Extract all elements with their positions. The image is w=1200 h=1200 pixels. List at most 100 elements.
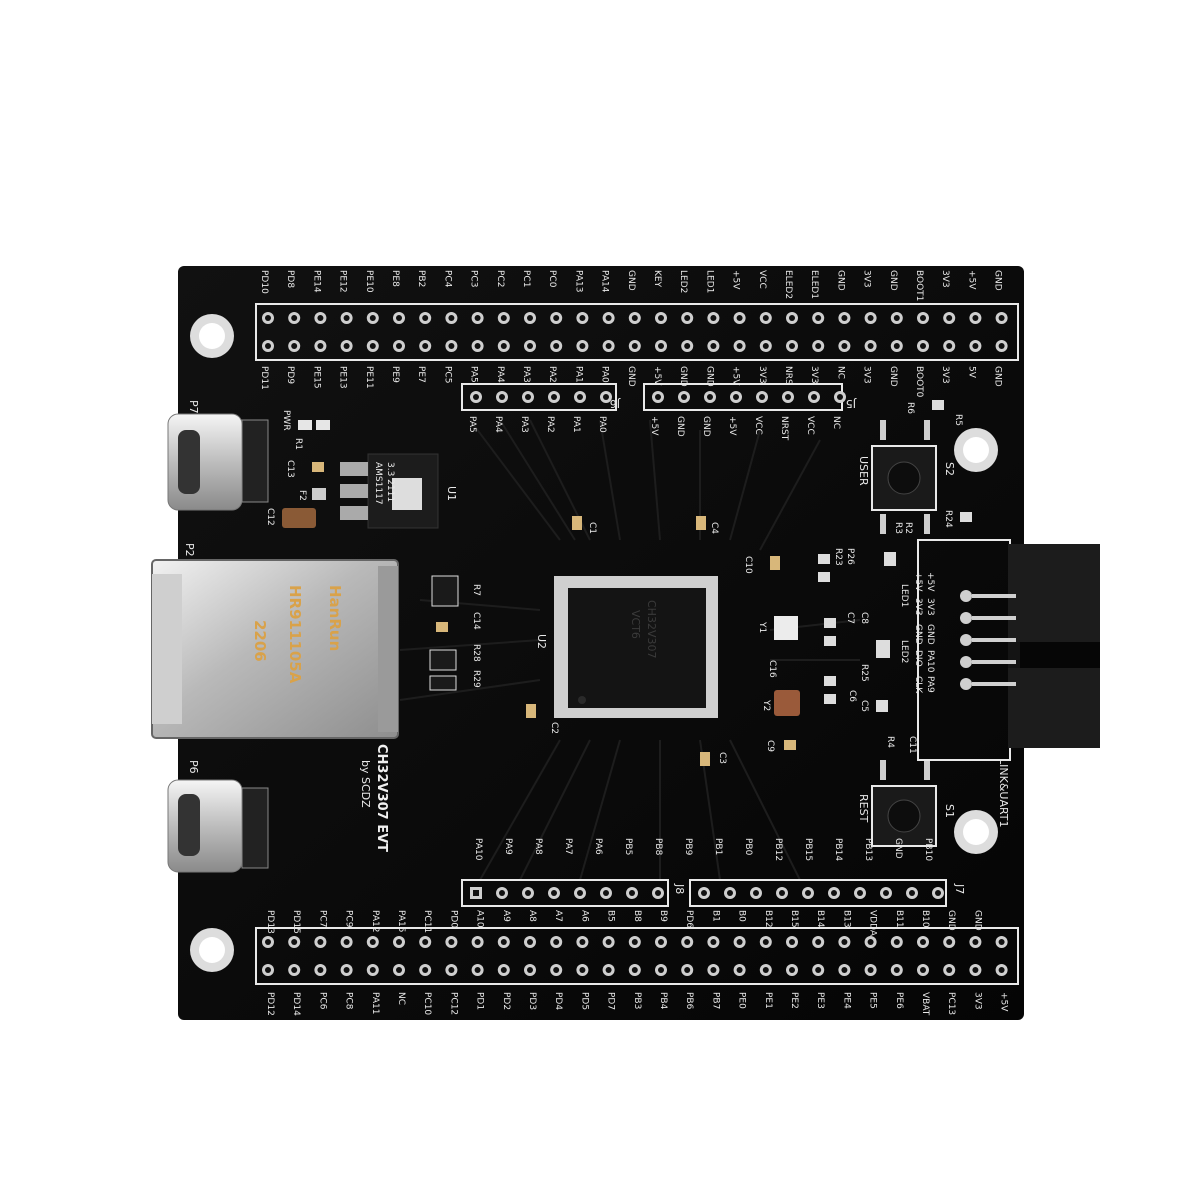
swd-pin-label: PA10 (925, 650, 935, 673)
swd-uart-connector: LINK&UART1 LED1 LED2 (899, 539, 1100, 828)
pin-label: PA4 (493, 416, 503, 433)
user-button-s2[interactable]: USER S2 (857, 420, 956, 534)
pin-label: A10 (475, 910, 485, 928)
pin-label: GND (888, 366, 898, 387)
c5-label: C5 (859, 700, 869, 712)
pin-label: GND (888, 270, 898, 291)
ldo-marking-2: 3.3 2111 (385, 462, 395, 502)
pin-label: PC0 (547, 270, 557, 288)
header-pin-hole (867, 343, 874, 349)
pin-label: PA3 (521, 366, 531, 383)
header-pin-hole (422, 315, 429, 321)
pin-label: A7 (553, 910, 563, 922)
mcu-chip-u2: CH32V307 VCT6 U2 (535, 576, 718, 718)
pin-label: GND (626, 366, 636, 387)
crystal-y2: Y2 (761, 690, 800, 716)
header-pin-hole (553, 967, 560, 973)
pin-label: PE6 (894, 992, 904, 1009)
header-pin-hole (605, 967, 612, 973)
swd-pin-label: PA9 (925, 676, 935, 693)
swd-pin-label: GND (925, 624, 935, 645)
pin-label: PE14 (311, 270, 321, 293)
pin-label: PD2 (501, 992, 511, 1010)
header-pin-hole (422, 967, 429, 973)
j8-header: J8 (461, 879, 686, 907)
c9-label: C9 (765, 740, 775, 752)
header-pin-hole (422, 343, 429, 349)
header-pin-hole (762, 315, 769, 321)
pin-label: ELED2 (783, 270, 793, 299)
pin-label: PA12 (370, 910, 380, 932)
pin-label: LED1 (704, 270, 714, 293)
header-pin-hole (473, 394, 479, 400)
header-pin-hole (867, 315, 874, 321)
swd-pin (960, 612, 972, 624)
pin-label: GND (893, 838, 903, 859)
header-pin-hole (759, 394, 765, 400)
usb-c-port-p6: P6 (167, 760, 269, 873)
swd-pin-lead (972, 638, 1016, 642)
pin-label: B8 (632, 910, 642, 922)
smd-near-rj45: R7 C14 R28 R29 (429, 575, 481, 691)
decoupling-caps: C1 C4 C2 C3 C10 (526, 516, 780, 766)
r6-label: R6 (905, 402, 915, 414)
reset-button-s1[interactable]: REST S1 (857, 760, 956, 847)
usb-c-port-p7: P7 (167, 400, 269, 511)
c7-label: C7 (845, 612, 855, 624)
header-pin-hole (762, 939, 769, 945)
pin-label: GND (701, 416, 711, 437)
header-pin-hole (448, 315, 455, 321)
header-pin-hole (710, 939, 717, 945)
header-pin-hole (684, 343, 691, 349)
header-pin-hole (474, 315, 481, 321)
header-pin-hole (396, 939, 402, 945)
u2-refdes: U2 (535, 634, 548, 649)
header-pin-hole (815, 939, 822, 945)
pin-label: PB9 (683, 838, 693, 856)
r3-label: R3 (893, 522, 903, 534)
swd-pin-label: +5V (913, 572, 923, 592)
pin-label: PE11 (364, 366, 374, 389)
pin-label: PC12 (448, 992, 458, 1015)
header-pin-hole (500, 967, 507, 973)
header-pin-hole (500, 343, 507, 349)
pin-label: PE4 (841, 992, 851, 1009)
header-pin-hole (605, 315, 612, 321)
rj45-model: HR911105A (286, 585, 304, 684)
header-pin-hole (655, 394, 661, 400)
pin-label: PA0 (600, 366, 610, 383)
pin-label: 3V3 (809, 366, 819, 384)
pin-label: PC9 (344, 910, 354, 928)
header-pin-hole (909, 890, 915, 896)
r25-label: R25 (859, 664, 869, 682)
header-pin-hole (710, 315, 717, 321)
pin-label: PC1 (521, 270, 531, 287)
c3-label: C3 (717, 752, 727, 764)
header-pin-hole (658, 343, 664, 349)
header-pin-hole (815, 967, 822, 973)
header-pin-hole (789, 967, 795, 973)
pin-label: B5 (606, 910, 616, 922)
f2-label: F2 (297, 490, 307, 501)
header-pin-hole (710, 343, 717, 349)
header-pin-hole (946, 939, 953, 945)
pin-label: B1 (710, 910, 720, 922)
mcu-marking-2: VCT6 (629, 610, 642, 639)
ldo-marking-1: AMS1117 (373, 462, 383, 505)
header-pin-hole (553, 939, 560, 945)
swd-pin-label: +5V (925, 572, 935, 592)
header-pin-hole (448, 939, 455, 945)
r4-label: R4 (885, 736, 895, 748)
header-pin-hole (893, 967, 900, 973)
pin-label: BOOT1 (914, 270, 924, 301)
swd-pin (960, 590, 972, 602)
header-pin-hole (422, 939, 429, 945)
p7-refdes: P7 (187, 400, 200, 414)
header-pin-hole (736, 343, 743, 349)
pin-label: PB1 (713, 838, 723, 855)
pin-label: +5V (727, 416, 737, 436)
swd-pin (960, 634, 972, 646)
pin-label: PA2 (547, 366, 557, 383)
header-pin-hole (474, 343, 481, 349)
